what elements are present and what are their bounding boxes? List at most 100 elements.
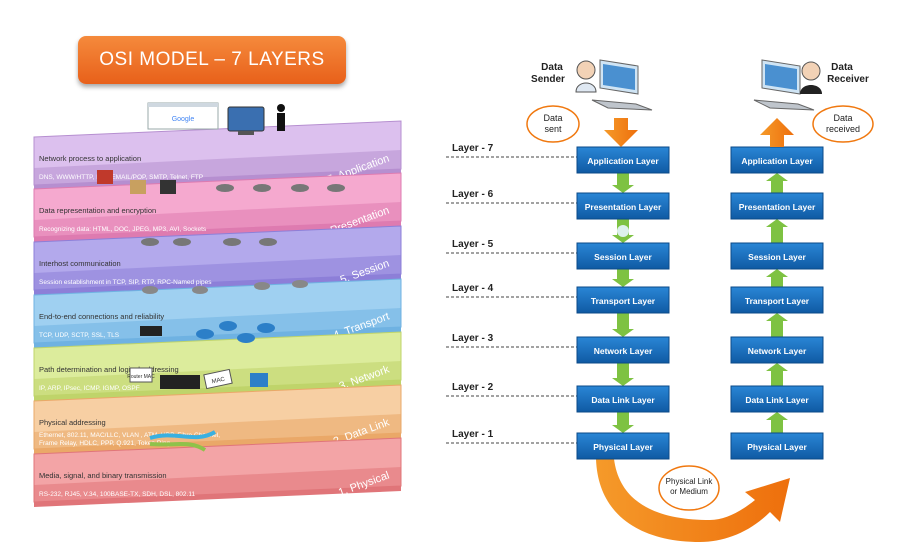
sender-layer-box-3: Network Layer [576,336,670,364]
down-arrow [612,269,634,287]
presentation-object-icon [160,180,176,194]
up-arrow [766,363,788,386]
slab-protocol-band [34,150,401,185]
line-2: sent [544,124,562,134]
sender-layer-box-5: Session Layer [576,242,670,270]
access-point-icon [141,238,159,246]
layer-box-label: Transport Layer [745,296,810,306]
down-arrow [612,313,634,337]
router-disc-icon [237,333,255,343]
protocols-line-1: Ethernet, 802.11, MAC/LLC, VLAN , ATM, H… [39,432,222,439]
line-1: Data [543,113,562,123]
layer-box-label: Presentation Layer [585,202,662,212]
line-2: Sender [531,74,565,85]
layer-heading: Network process to application [39,154,141,163]
access-point-icon [291,184,309,192]
layer-slab-3: Path determination and logical addressin… [33,331,402,401]
cable-icon [149,442,207,452]
screen [765,64,797,90]
screen [603,64,635,90]
layer-protocols: IP, ARP, IPsec, ICMP, IGMP, OSPF [39,385,140,392]
up-arrow [766,269,788,287]
access-point-icon [259,238,277,246]
sender-computer-icon [591,59,653,111]
up-arrow [766,313,788,337]
layer-box-label: Physical Layer [593,442,653,452]
layer-box [730,385,824,413]
browser-titlebar [148,103,218,107]
layer-tag: Layer - 5 [452,239,494,250]
layer-heading: Path determination and logical addressin… [39,365,179,374]
up-arrow [766,173,788,193]
switch-icon [160,375,200,389]
glow-dot [617,225,629,237]
layer-box [730,286,824,314]
layer-box-label: Application Layer [741,156,813,166]
slab-edge [34,433,401,454]
layer-box [576,146,670,174]
access-point-icon [223,238,241,246]
network-device-icon [142,286,158,294]
layer-protocols: Recognizing data: HTML, DOC, JPEG, MP3, … [39,226,207,233]
sender-layer-box-2: Data Link Layer [576,385,670,413]
keyboard-icon [591,99,653,111]
up-arrow [766,412,788,433]
presentation-object-icon [97,170,113,184]
computer-stand [238,131,254,135]
receiver-layer-box-7: Application Layer [730,146,824,174]
keyboard-icon [753,99,815,111]
layer-box [576,385,670,413]
layer-tag: Layer - 6 [452,189,494,200]
router-icon [140,326,162,336]
data-sent-arrow [604,118,638,147]
line-1: Data [831,62,853,73]
layer-slab-1: Media, signal, and binary transmissionRS… [33,437,402,507]
line-1: Data [541,62,563,73]
layer-protocols: Session establishment in TCP, SIP, RTP, … [39,279,212,286]
router-disc-icon [196,329,214,339]
sender-layer-box-4: Transport Layer [576,286,670,314]
page-title: OSI MODEL – 7 LAYERS [78,36,346,84]
person-icon [277,104,285,112]
layer-box-label: Transport Layer [591,296,656,306]
medium-line-2: or Medium [670,487,708,496]
layer-box-label: Data Link Layer [745,395,809,405]
layer-box [576,192,670,220]
layer-box-label: Data Link Layer [591,395,655,405]
line-2: received [826,124,860,134]
slab-edge [34,486,401,507]
slab-edge [34,327,401,348]
layer-protocols: RS-232, RJ45, V.34, 100BASE-TX, SDH, DSL… [39,491,195,498]
layer-box-label: Physical Layer [747,442,807,452]
network-device-icon [254,282,270,290]
router-mac-tag [129,367,153,383]
sender-layer-box-1: Physical Layer [576,432,670,460]
physical-medium-arrow [596,459,790,542]
layer-heading: End-to-end connections and reliability [39,312,164,321]
receiver-body [800,85,822,94]
medium-line-1: Physical Link [666,477,714,486]
computer-icon [227,106,265,132]
sender-person-icon [576,60,596,80]
line-1: Data [833,113,852,123]
access-point-icon [216,184,234,192]
router-mac-text: Router MAC [127,374,155,380]
slab-edge [34,221,401,242]
layer-tag: Layer - 3 [452,333,494,344]
layer-protocols: TCP, UDP, SCTP, SSL, TLS [39,332,120,339]
ethernet-cable-icon [149,430,217,440]
slab-protocol-band [34,467,401,502]
slab-protocol-band [34,202,401,237]
network-device-icon [192,286,208,294]
receiver-person-icon [801,61,821,81]
mac-tag-text: MAC [211,376,226,385]
layer-box [730,336,824,364]
